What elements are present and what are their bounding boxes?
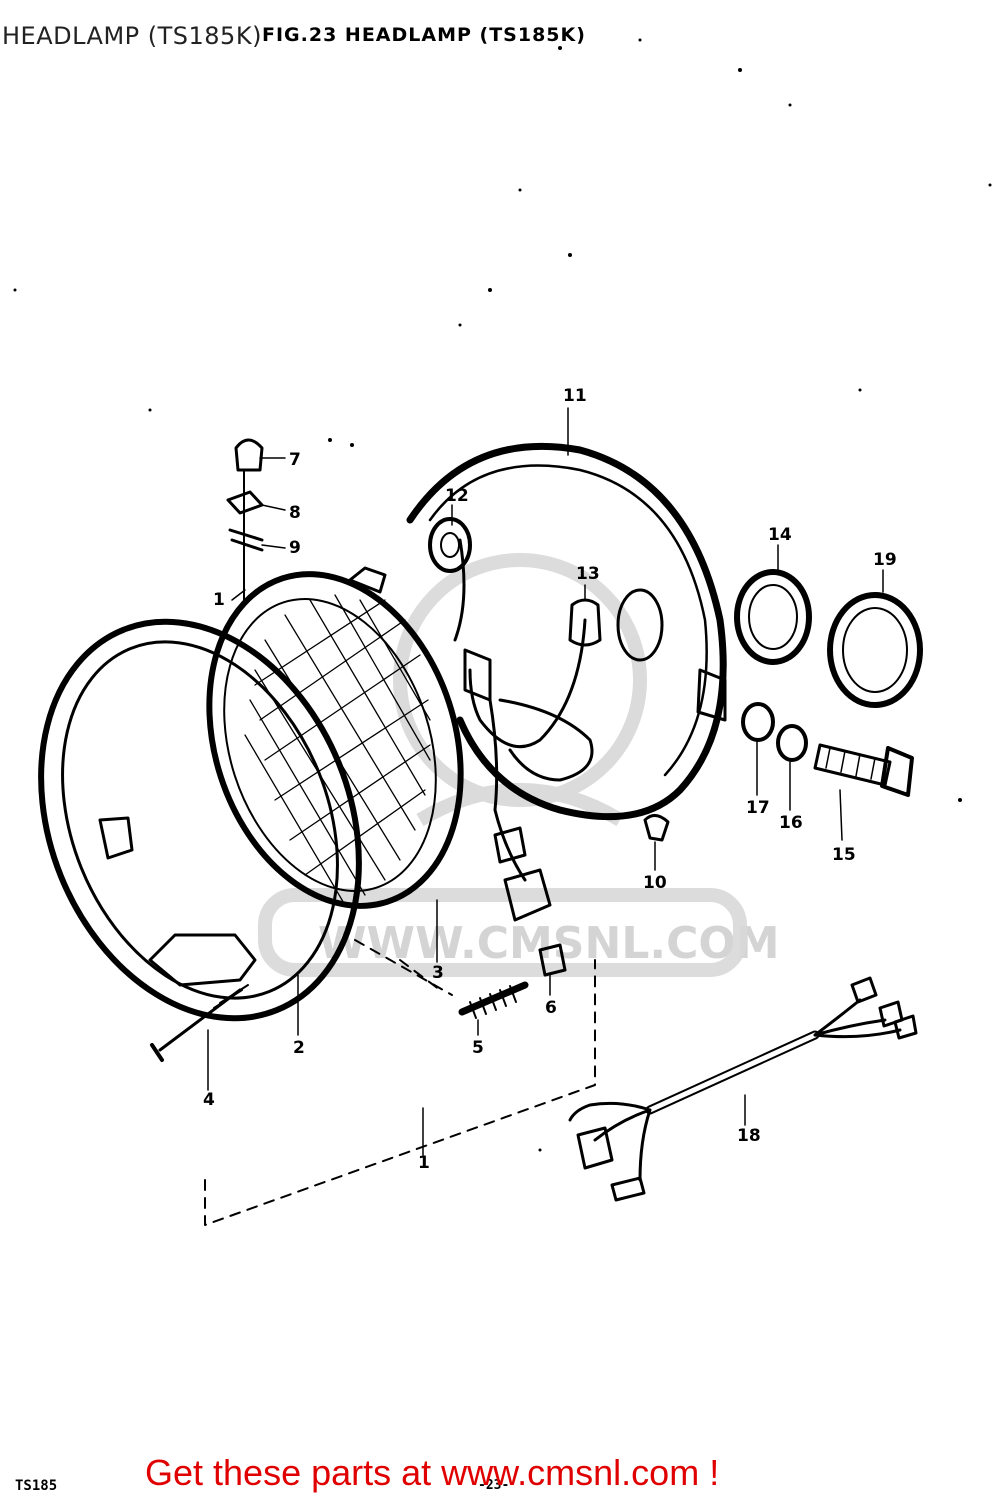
callout-17: 17 — [746, 798, 770, 818]
lock-washer-16 — [776, 724, 808, 762]
headlamp-housing — [406, 442, 727, 882]
callout-8: 8 — [289, 503, 301, 523]
callout-16: 16 — [779, 813, 803, 833]
callout-5: 5 — [472, 1038, 484, 1058]
housing-connector — [503, 868, 552, 922]
figure-title: FIG.23 HEADLAMP (TS185K) — [262, 24, 586, 46]
nut-6 — [538, 943, 567, 977]
sealed-beam-unit — [206, 566, 492, 909]
spring-5 — [458, 981, 529, 1019]
watermark-logo — [258, 553, 747, 977]
callout-1-screw: 1 — [213, 590, 225, 610]
callout-9: 9 — [289, 538, 301, 558]
callout-13: 13 — [576, 564, 600, 584]
callout-18: 18 — [737, 1126, 761, 1146]
watermark-text: WWW.CMSNL.COM — [318, 918, 780, 969]
page-code: TS185 — [15, 1478, 58, 1494]
callout-10: 10 — [643, 873, 667, 893]
page-title: HEADLAMP (TS185K) — [2, 22, 262, 50]
page-number: -23- — [478, 1478, 510, 1493]
wiring-harness-18 — [568, 976, 918, 1202]
screw-10 — [643, 814, 670, 842]
shop-link[interactable]: Get these parts at www.cmsnl.com ! — [145, 1452, 720, 1493]
rubber-washer-19 — [827, 592, 923, 708]
rubber-washer-14 — [734, 569, 812, 665]
bolt-15 — [813, 743, 914, 797]
assembly-bracket — [204, 939, 596, 1226]
screw-4 — [150, 984, 249, 1062]
leader-lines — [207, 407, 884, 1156]
callout-6: 6 — [545, 998, 557, 1018]
screw-7-assembly — [226, 438, 264, 601]
callout-7: 7 — [289, 450, 301, 470]
callout-14: 14 — [768, 525, 792, 545]
headlamp-rim — [38, 618, 362, 1022]
callout-12: 12 — [445, 486, 469, 506]
print-speckle — [13, 38, 992, 1152]
callout-2: 2 — [293, 1038, 305, 1058]
callout-4: 4 — [203, 1090, 215, 1110]
callout-15: 15 — [832, 845, 856, 865]
bulb-socket — [428, 517, 472, 573]
callout-11: 11 — [563, 386, 587, 406]
washer-17 — [741, 702, 775, 742]
callout-3: 3 — [432, 963, 444, 983]
pilot-bulb — [568, 598, 602, 647]
callout-19: 19 — [873, 550, 897, 570]
callout-1-assembly: 1 — [418, 1153, 430, 1173]
